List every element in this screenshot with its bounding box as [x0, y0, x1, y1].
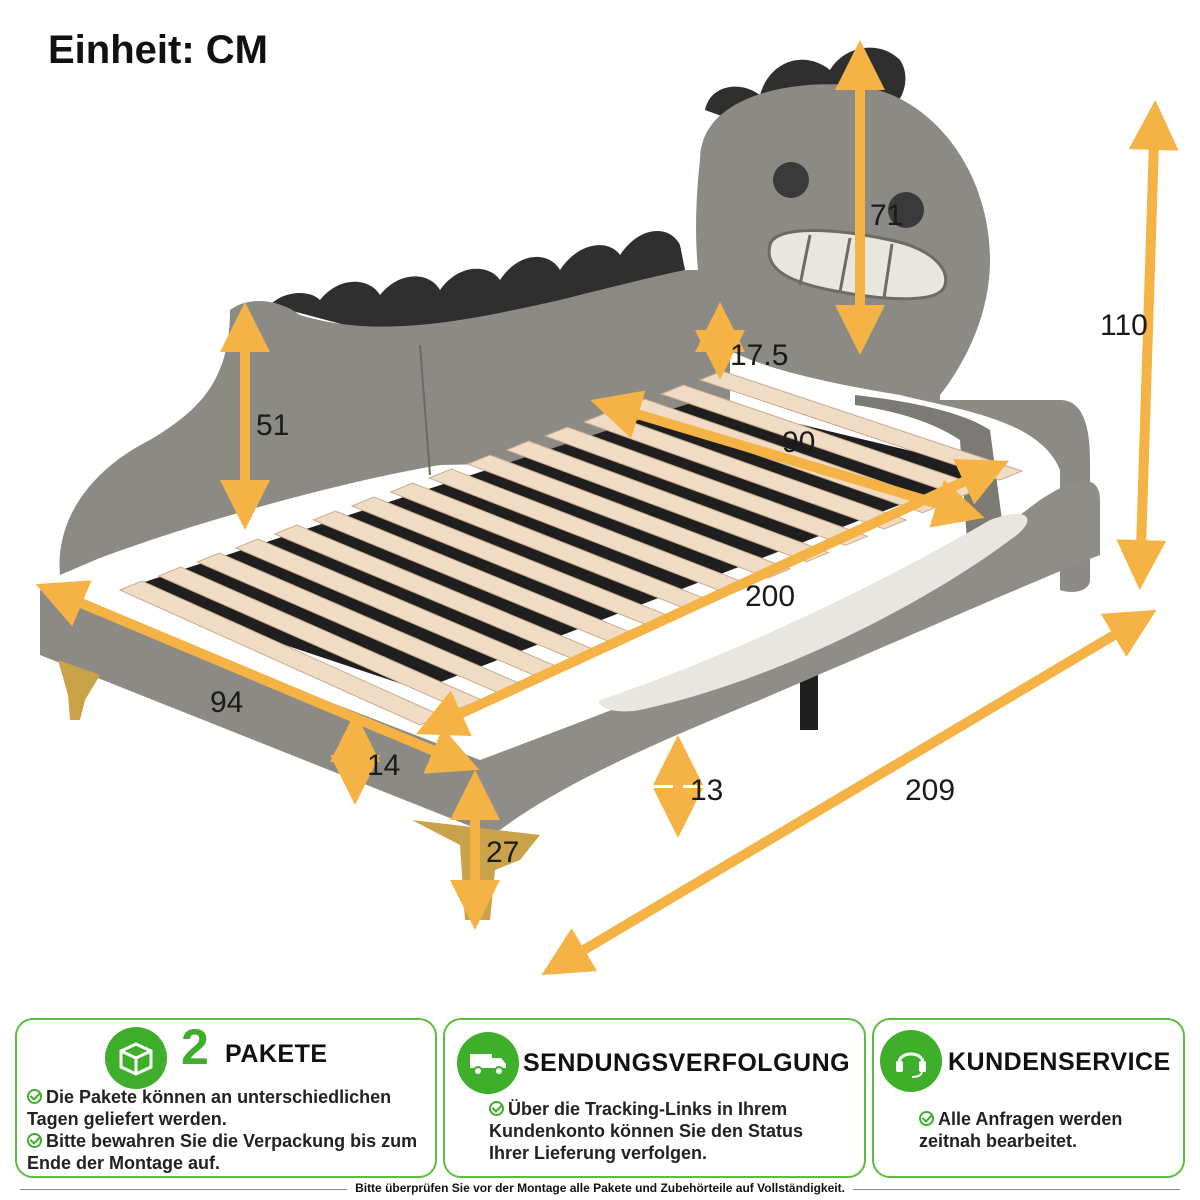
dim-inner-length: 200 — [745, 580, 795, 613]
packages-bullet: Die Pakete können an unterschiedlichen T… — [27, 1087, 392, 1129]
dim-outer-width: 94 — [210, 686, 243, 719]
check-icon — [27, 1089, 42, 1104]
dimension-arrows — [35, 39, 1179, 976]
check-icon — [919, 1111, 934, 1126]
dim-headboard-height: 71 — [870, 199, 903, 232]
dim-side-rail-height: 51 — [256, 409, 289, 442]
headset-icon — [880, 1030, 942, 1092]
dim-frame-height: 14 — [367, 749, 400, 782]
package-icon — [105, 1027, 167, 1089]
packages-panel: 2 PAKETE Die Pakete können an unterschie… — [15, 1018, 437, 1178]
delivery-truck-icon — [457, 1032, 519, 1094]
check-icon — [489, 1101, 504, 1116]
service-title: KUNDENSERVICE — [948, 1048, 1171, 1076]
footer-note: Bitte überprüfen Sie vor der Montage all… — [347, 1181, 853, 1195]
packages-bullet: Bitte bewahren Sie die Verpackung bis zu… — [27, 1131, 418, 1173]
tracking-title: SENDUNGSVERFOLGUNG — [523, 1049, 851, 1077]
service-bullet: Alle Anfragen werden zeitnah bearbeitet. — [919, 1109, 1123, 1151]
packages-title: PAKETE — [225, 1040, 328, 1068]
tracking-bullet: Über die Tracking-Links in Ihrem Kundenk… — [489, 1099, 804, 1163]
packages-number: 2 — [181, 1019, 210, 1075]
check-icon — [27, 1133, 42, 1148]
dim-side-gap: 17.5 — [730, 339, 788, 372]
tracking-panel: SENDUNGSVERFOLGUNG Über die Tracking-Lin… — [443, 1018, 866, 1178]
dim-leg-height: 27 — [486, 836, 519, 869]
service-panel: KUNDENSERVICE Alle Anfragen werden zeitn… — [872, 1018, 1185, 1178]
dim-total-height: 110 — [1100, 309, 1148, 342]
bed-illustration: 71 110 17.5 51 90 200 94 14 13 209 27 — [35, 39, 1179, 976]
unit-title: Einheit: CM — [48, 28, 268, 72]
dim-inner-width: 90 — [782, 426, 815, 459]
dim-under-clearance: 13 — [690, 774, 723, 807]
dim-outer-length: 209 — [905, 774, 955, 807]
